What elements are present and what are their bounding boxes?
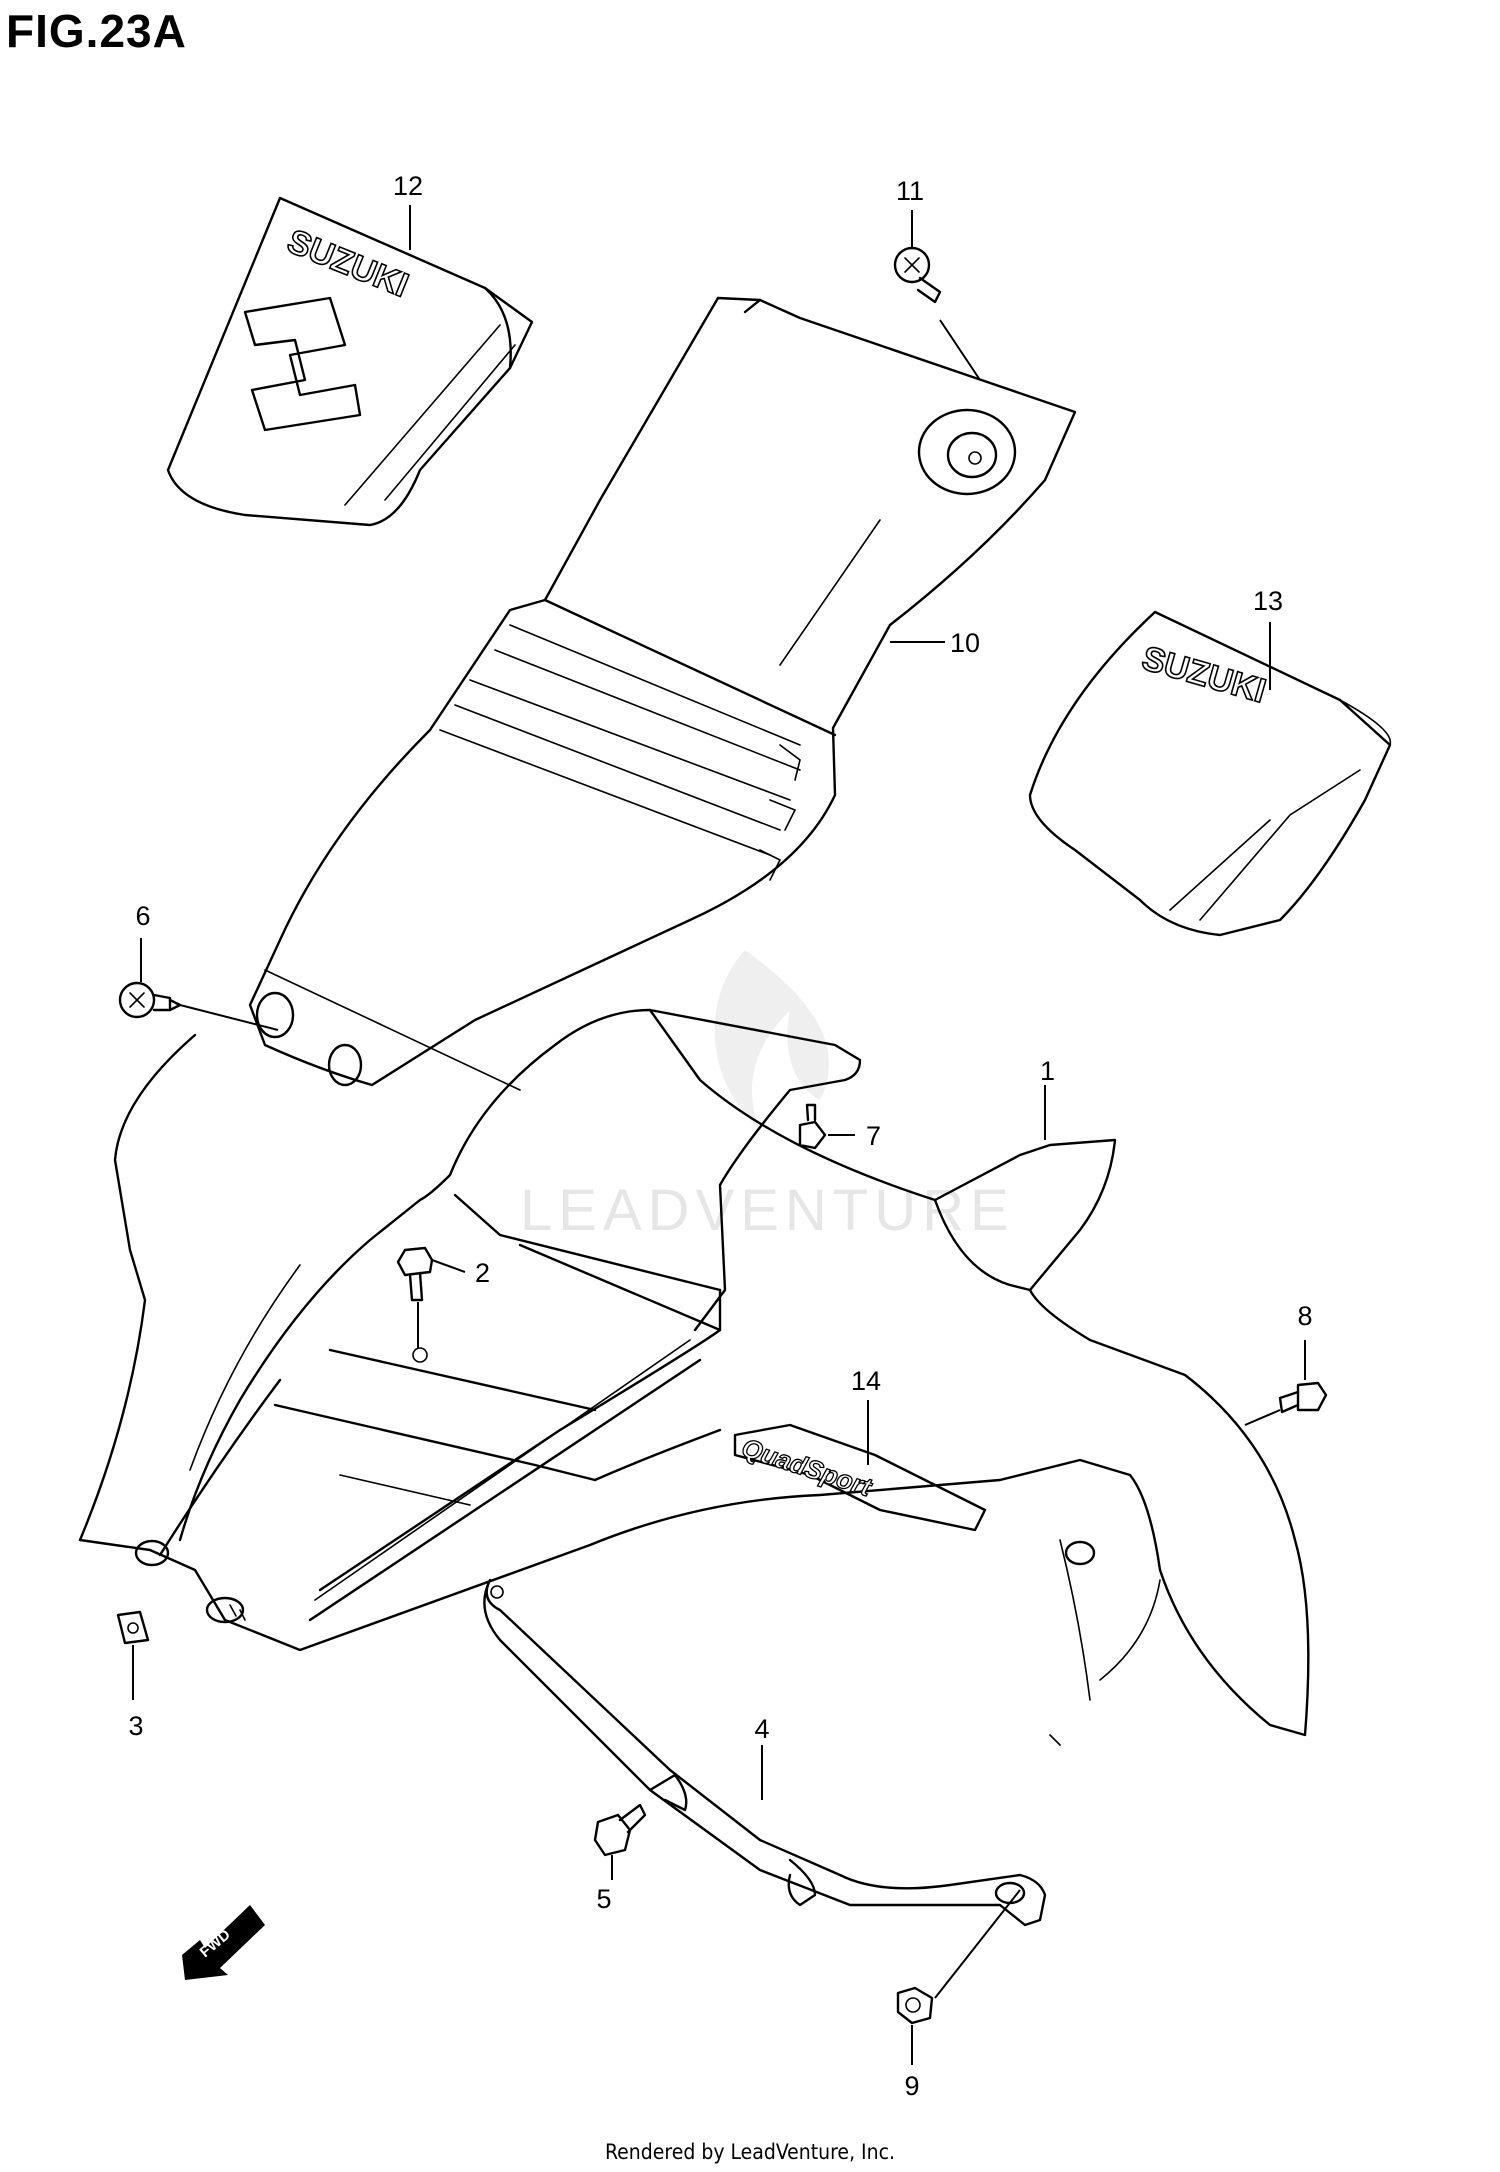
- fwd-arrow-icon: [182, 1905, 265, 1980]
- footer-credit: Rendered by LeadVenture, Inc.: [605, 2140, 895, 2164]
- watermark: LEADVENTURE: [520, 950, 1015, 1243]
- part-2-bolt: [396, 1246, 434, 1302]
- part-12-decal: SUZUKI: [166, 196, 534, 527]
- callout-5: 5: [596, 1884, 611, 1914]
- part-4-bracket: [483, 1578, 1047, 1927]
- part-11-screw: [893, 246, 942, 304]
- part-5-bolt: [593, 1803, 647, 1857]
- callout-4: 4: [754, 1714, 769, 1744]
- part-8-bolt: [1278, 1381, 1328, 1414]
- callout-8: 8: [1297, 1301, 1312, 1331]
- part-7-screw: [798, 1103, 827, 1150]
- part-9-nut: [896, 1986, 934, 2025]
- suzuki-s-logo-icon: [243, 296, 362, 432]
- callout-1: 1: [1040, 1056, 1055, 1086]
- part-13-decal: SUZUKI: [1028, 610, 1392, 937]
- figure-title: FIG.23A: [6, 5, 187, 57]
- part-3-nut-clip: [116, 1610, 150, 1645]
- callout-labels: 1 2 3 4 5 6 7 8 9 10 11 12 13 14: [128, 171, 1312, 2101]
- callout-10: 10: [950, 628, 980, 658]
- callout-11: 11: [896, 176, 924, 206]
- callout-14: 14: [851, 1366, 881, 1396]
- callout-7: 7: [866, 1121, 881, 1151]
- part-14-quadsport-decal: QuadSport: [733, 1423, 987, 1532]
- decal-model-text: QuadSport: [738, 1432, 876, 1502]
- callout-2: 2: [475, 1258, 490, 1288]
- watermark-text: LEADVENTURE: [520, 1178, 1015, 1243]
- callout-9: 9: [904, 2071, 919, 2101]
- callout-13: 13: [1253, 586, 1283, 616]
- decal-brand-text: SUZUKI: [282, 222, 414, 305]
- callout-12: 12: [393, 171, 423, 201]
- decal-brand-text-2: SUZUKI: [1138, 639, 1270, 710]
- fwd-arrow: FWD: [182, 1905, 265, 1980]
- callout-6: 6: [135, 901, 150, 931]
- leader-lines: [132, 205, 1306, 2065]
- watermark-flame-icon: [714, 950, 830, 1130]
- callout-3: 3: [128, 1711, 143, 1741]
- part-1-front-fender: QuadSport: [78, 1008, 1310, 1746]
- part-6-screw: [118, 981, 182, 1019]
- part-10-upper-cover: [248, 296, 1077, 1091]
